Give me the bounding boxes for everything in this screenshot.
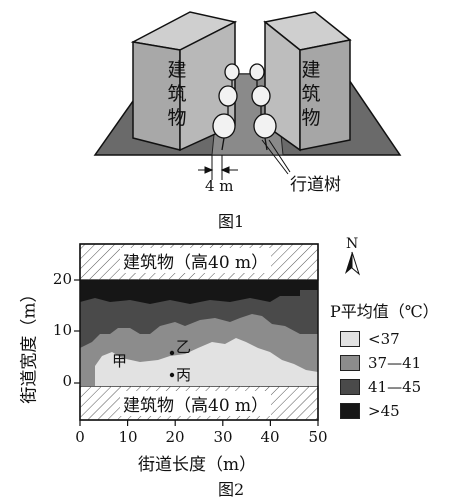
- legend-label: <37: [368, 330, 400, 348]
- figure1-caption: 图1: [218, 212, 245, 231]
- legend-item: <37: [340, 330, 400, 348]
- tree-leader-lines: [261, 139, 291, 175]
- legend-label: 41—45: [368, 378, 422, 396]
- figure2-chart: [74, 243, 361, 426]
- legend-swatch: [340, 355, 360, 371]
- x-tick-10: 10: [118, 428, 138, 446]
- legend-title: P平均值（℃）: [330, 302, 439, 321]
- north-arrow-icon: [345, 251, 361, 276]
- legend-swatch: [340, 403, 360, 419]
- legend-label: >45: [368, 402, 400, 420]
- street-trees: [212, 63, 277, 151]
- figure1-drawing: [93, 11, 402, 180]
- north-label: N: [346, 236, 359, 252]
- figure2-caption: 图2: [218, 480, 245, 499]
- point-jia-label: 甲: [112, 352, 128, 370]
- street-width-label: 4 m: [205, 177, 234, 195]
- legend-item: 37—41: [340, 354, 421, 372]
- point-bing-label: 丙: [176, 366, 192, 384]
- y-tick-0: 0: [62, 372, 72, 390]
- legend-label: 37—41: [368, 354, 422, 372]
- x-tick-30: 30: [213, 428, 233, 446]
- legend-item: >45: [340, 402, 400, 420]
- legend-swatch: [340, 379, 360, 395]
- width-dimension: [198, 155, 238, 180]
- zone-under-37: [95, 338, 318, 386]
- point-yi-label: 乙: [176, 338, 192, 356]
- x-tick-50: 50: [308, 428, 328, 446]
- point-bing: [169, 372, 175, 378]
- temperature-field: [80, 280, 318, 386]
- legend-swatch: [340, 331, 360, 347]
- axis-ticks: [74, 279, 319, 426]
- plot-frame: [79, 243, 319, 421]
- y-tick-10: 10: [52, 321, 72, 339]
- x-tick-0: 0: [75, 428, 85, 446]
- left-building-label: 建 筑 物: [167, 59, 187, 129]
- y-axis-label: 街道宽度（m）: [19, 285, 40, 404]
- point-yi: [169, 350, 175, 356]
- right-building: [263, 11, 352, 152]
- x-tick-40: 40: [260, 428, 280, 446]
- legend-item: 41—45: [340, 378, 421, 396]
- zone-over-45: [80, 280, 318, 304]
- x-tick-20: 20: [165, 428, 185, 446]
- x-axis-label: 街道长度（m）: [138, 455, 257, 475]
- bottom-building-label: 建筑物（高40 m）: [120, 391, 272, 416]
- top-building-label: 建筑物（高40 m）: [120, 248, 272, 273]
- y-tick-20: 20: [52, 270, 72, 288]
- right-building-label: 建 筑 物: [301, 59, 321, 129]
- street-tree-label: 行道树: [290, 175, 341, 195]
